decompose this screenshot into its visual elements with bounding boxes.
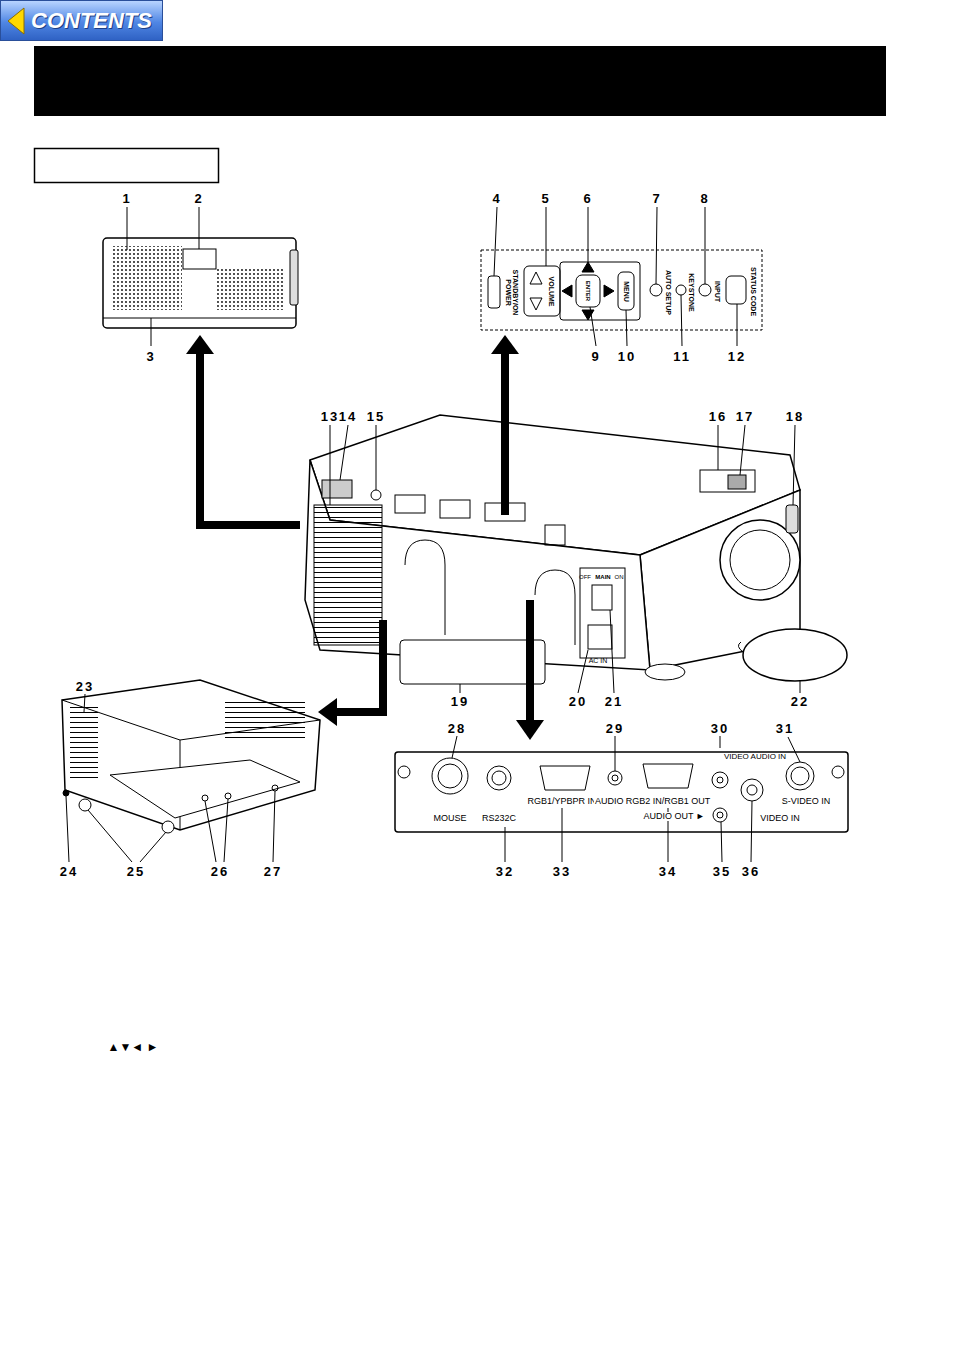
callout-number: 23: [75, 680, 95, 693]
port-label: RGB1/YPBPR IN: [526, 797, 597, 806]
callout-number: 21: [604, 695, 624, 708]
callout-number: 28: [447, 722, 467, 735]
callout-number: 35: [712, 865, 732, 878]
callout-number: 8: [699, 192, 710, 205]
callout-number: 2: [193, 192, 204, 205]
callout-number: 10: [617, 350, 637, 363]
callout-number: 15: [366, 410, 386, 423]
callout-number: 22: [790, 695, 810, 708]
callout-number: 16: [708, 410, 728, 423]
callout-number: 25: [126, 865, 146, 878]
callout-number: 30: [710, 722, 730, 735]
callout-number: 12: [727, 350, 747, 363]
callout-number: 7: [651, 192, 662, 205]
panel-label: INPUT: [714, 281, 721, 302]
callout-number: 14: [338, 410, 358, 423]
callout-number: 31: [775, 722, 795, 735]
callout-number: 17: [735, 410, 755, 423]
arrow-symbols: ▲▼◄ ►: [108, 1041, 159, 1053]
callout-number: 4: [491, 192, 502, 205]
callout-number: 33: [552, 865, 572, 878]
panel-label: STATUS CODE: [750, 266, 757, 315]
callout-number: 1: [121, 192, 132, 205]
panel-label: KEYSTONE: [687, 273, 694, 311]
callout-number: 26: [210, 865, 230, 878]
panel-label: ENTER: [585, 281, 591, 301]
callout-number: 5: [540, 192, 551, 205]
callout-number: 9: [590, 350, 601, 363]
panel-label: MENU: [623, 281, 630, 302]
port-label: AUDIO OUT ►: [642, 812, 705, 821]
callout-number: 20: [568, 695, 588, 708]
panel-label: STANDBY/ON: [512, 269, 519, 315]
callout-number: 27: [263, 865, 283, 878]
switch-label: ON: [615, 574, 624, 580]
port-label: MOUSE: [432, 814, 467, 823]
port-label: RGB2 IN/RGB1 OUT: [625, 797, 712, 806]
panel-label: AUTO SETUP: [665, 270, 672, 315]
callout-number: 18: [785, 410, 805, 423]
switch-label: OFF: [579, 574, 591, 580]
callout-number: 3: [145, 350, 156, 363]
callout-number: 19: [450, 695, 470, 708]
arrow-icon: [6, 6, 28, 36]
port-label: RS232C: [481, 814, 517, 823]
port-label: VIDEO AUDIO IN: [723, 753, 787, 761]
contents-button: CONTENTS: [0, 0, 163, 41]
callout-number: 24: [59, 865, 79, 878]
port-label: VIDEO IN: [759, 814, 801, 823]
callout-number: 29: [605, 722, 625, 735]
port-label: S-VIDEO IN: [781, 797, 832, 806]
callout-number: 32: [495, 865, 515, 878]
callout-number: 36: [741, 865, 761, 878]
callout-number: 6: [582, 192, 593, 205]
button-text: CONTENTS: [31, 8, 152, 34]
panel-label: VOLUME: [548, 276, 555, 306]
callout-number: 11: [672, 350, 692, 363]
inlet-label: AC IN: [589, 657, 608, 664]
panel-label: POWER: [504, 279, 511, 305]
callout-number: 34: [658, 865, 678, 878]
switch-label: MAIN: [595, 574, 610, 580]
